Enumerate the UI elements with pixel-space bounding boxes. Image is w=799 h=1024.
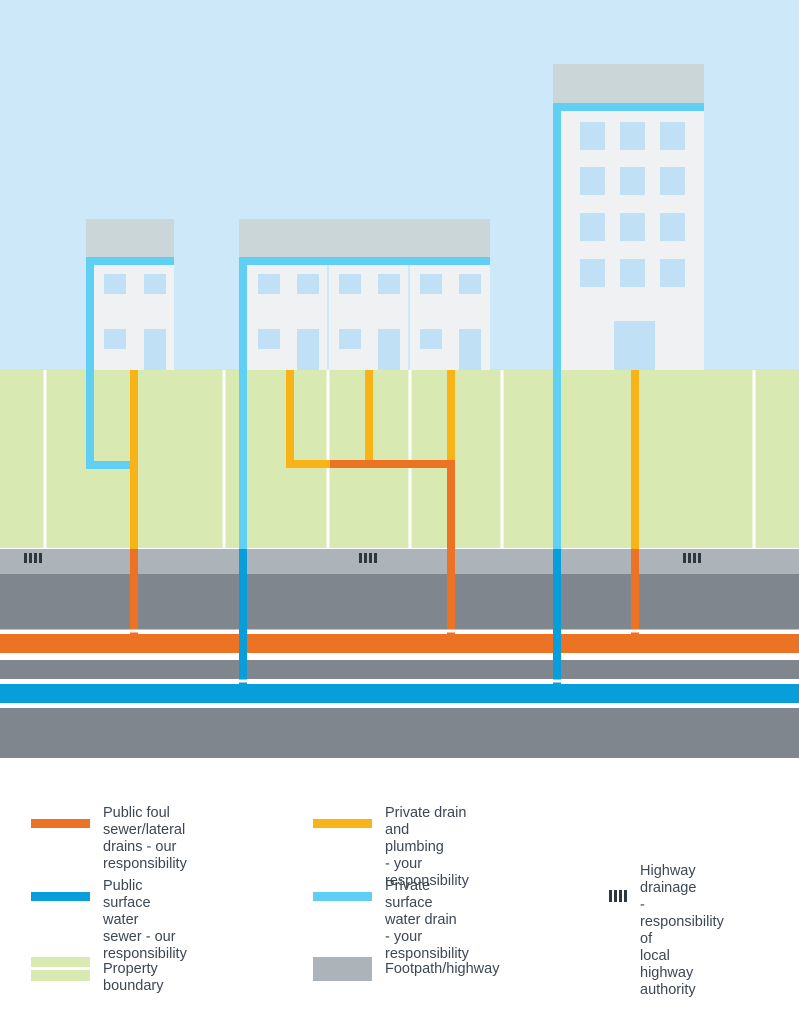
legend-label: Property boundary	[103, 961, 164, 994]
road-middle	[0, 660, 799, 679]
property-area	[0, 369, 799, 548]
highway-drain-icon	[359, 553, 377, 563]
foul-sewer-swatch	[31, 819, 90, 828]
footpath-swatch	[313, 957, 372, 981]
private-drain-swatch	[313, 819, 372, 828]
roof	[553, 64, 704, 107]
public-surface-water-sewer	[239, 549, 561, 686]
drainage-diagram	[0, 0, 799, 758]
windows	[580, 122, 685, 370]
public-foul-sewer	[130, 460, 639, 635]
highway-drain-icon	[609, 890, 627, 902]
roof	[239, 219, 490, 260]
road-lower	[0, 708, 799, 758]
legend-label: Private surface water drain - your respo…	[385, 878, 469, 962]
property-boundary-lines	[43, 370, 756, 548]
legend: Public foul sewer/lateral drains - our r…	[0, 770, 799, 1024]
road-upper	[0, 574, 799, 630]
surface-sewer-main	[0, 684, 799, 703]
legend-label: Footpath/highway	[385, 961, 500, 977]
surface-sewer-swatch	[31, 892, 90, 901]
property-swatch	[31, 957, 90, 981]
small-house	[86, 219, 174, 370]
roof	[86, 219, 174, 260]
private-surface-water-drains	[86, 103, 704, 549]
legend-label: Private drain and plumbing - your respon…	[385, 805, 469, 889]
highway-drain-icon	[683, 553, 701, 563]
footpath	[0, 549, 799, 574]
windows	[258, 274, 481, 370]
highway-drain-icon	[24, 553, 42, 563]
apartment-block	[553, 64, 704, 370]
private-drains	[130, 370, 639, 549]
legend-label: Public surface water sewer - our respons…	[103, 878, 187, 962]
foul-sewer-main	[0, 634, 799, 653]
legend-label: Highway drainage - responsibility of loc…	[640, 863, 724, 998]
windows	[104, 274, 166, 370]
private-surface-swatch	[313, 892, 372, 901]
legend-label: Public foul sewer/lateral drains - our r…	[103, 805, 187, 872]
terrace-houses	[239, 219, 490, 370]
